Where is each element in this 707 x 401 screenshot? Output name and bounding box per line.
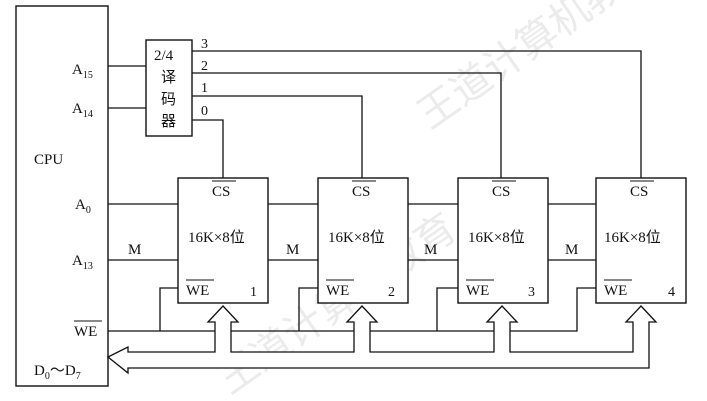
- chip-capacity-label: 16K×8位: [328, 229, 385, 246]
- memory-chip-2: CS 16K×8位 WE 2: [317, 177, 409, 304]
- chip-cs-label: CS: [492, 184, 510, 200]
- wire-decoder-out-2: [192, 72, 502, 178]
- decoder-line-2: 译: [161, 69, 176, 86]
- wire-decoder-out-3: [192, 50, 642, 178]
- chip-body: [177, 177, 269, 304]
- decoder-output-3-label: 3: [201, 37, 208, 52]
- chip-we-label: WE: [186, 283, 209, 299]
- decoder-line-1: 2/4: [154, 48, 174, 64]
- pin-a0-label: A0: [75, 197, 91, 216]
- chip-capacity-label: 16K×8位: [468, 229, 525, 246]
- pin-we-label: WE: [74, 324, 97, 340]
- chip-body: [317, 177, 409, 304]
- chip-capacity-label: 16K×8位: [188, 229, 245, 246]
- chip-cs-label: CS: [212, 184, 230, 200]
- chip-body: [595, 177, 687, 304]
- pin-data-label: D0～D7: [34, 363, 81, 382]
- memory-chip-1: CS 16K×8位 WE 1: [177, 177, 269, 304]
- chip-index: 2: [388, 285, 395, 300]
- bus-label-m-1: M: [128, 242, 141, 258]
- chip-cs-label: CS: [630, 184, 648, 200]
- wire-we-chip1: [159, 287, 178, 331]
- wire-we-chip3: [436, 287, 458, 331]
- pin-a15-label: A15: [72, 62, 93, 81]
- decoder-output-1-label: 1: [201, 81, 208, 96]
- chip-body: [457, 177, 549, 304]
- wire-we-chip2: [298, 287, 318, 331]
- chip-index: 3: [528, 285, 535, 300]
- chip-index: 4: [668, 285, 675, 300]
- memory-chip-4: CS 16K×8位 WE 4: [595, 177, 687, 304]
- decoder-line-3: 码: [161, 91, 176, 108]
- decoder-output-0-label: 0: [201, 104, 208, 119]
- data-bus: [106, 305, 658, 375]
- watermark-top: 王道计算机教育: [409, 0, 665, 138]
- chip-capacity-label: 16K×8位: [604, 229, 661, 246]
- decoder-block: [145, 39, 193, 137]
- decoder-line-4: 器: [161, 114, 176, 130]
- chip-we-label: WE: [326, 283, 349, 299]
- memory-chip-3: CS 16K×8位 WE 3: [457, 177, 549, 304]
- pin-a13-label: A13: [72, 253, 93, 272]
- chip-index: 1: [250, 285, 257, 300]
- bus-label-m-2: M: [286, 242, 299, 258]
- cpu-block: [15, 5, 109, 387]
- cpu-label: CPU: [34, 152, 63, 168]
- pin-a14-label: A14: [72, 101, 93, 120]
- decoder-output-2-label: 2: [201, 59, 208, 74]
- chip-we-label: WE: [466, 283, 489, 299]
- bus-label-m-4: M: [565, 242, 578, 258]
- bus-label-m-3: M: [424, 242, 437, 258]
- chip-cs-label: CS: [352, 184, 370, 200]
- wire-decoder-out-1: [192, 95, 363, 178]
- chip-we-label: WE: [604, 283, 627, 299]
- wire-decoder-out-0: [192, 119, 224, 178]
